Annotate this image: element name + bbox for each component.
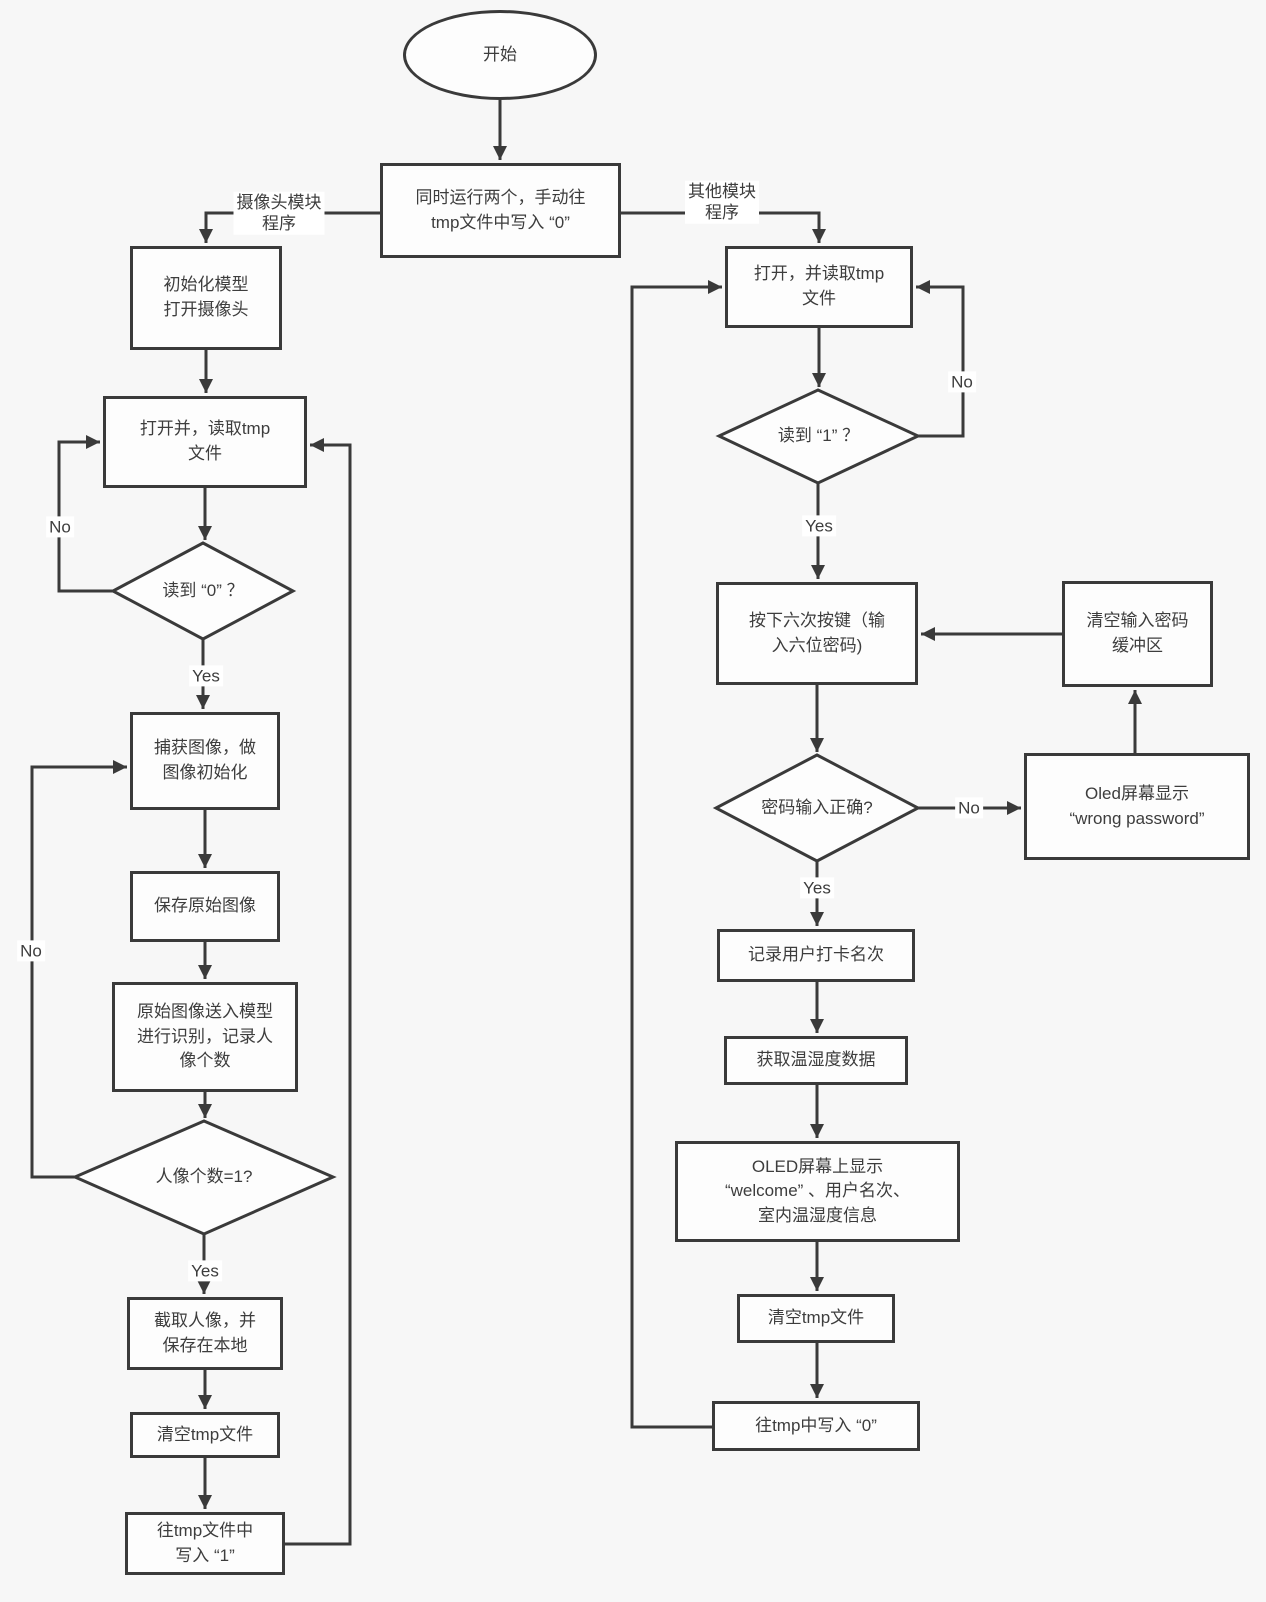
process-oled-welcome: OLED屏幕上显示 “welcome” 、用户名次、 室内温湿度信息	[675, 1141, 960, 1242]
decision-face-count-shape	[71, 1119, 337, 1236]
label-password-yes: Yes	[800, 877, 834, 899]
edge-face-count-no-loop	[30, 760, 127, 1179]
process-press-keys: 按下六次按键（输 入六位密码)	[716, 582, 918, 685]
process-open-read-tmp-right: 打开，并读取tmp 文件	[725, 246, 913, 328]
edge-write0-loop-to-open-read-right	[630, 280, 722, 1429]
decision-read0-shape	[109, 541, 297, 641]
branch-label-other-module: 其他模块 程序	[685, 180, 759, 224]
process-init-model: 初始化模型 打开摄像头	[130, 246, 282, 350]
decision-pwd-shape	[712, 753, 922, 863]
decision-read0-label: 读到 “0” ？	[162, 580, 244, 600]
process-get-temp-humidity: 获取温湿度数据	[724, 1036, 908, 1085]
decision-password-label: 密码输入正确?	[761, 797, 873, 817]
process-crop-face: 截取人像，并 保存在本地	[127, 1297, 283, 1370]
start-terminator: 开始	[403, 10, 597, 100]
label-read1-yes: Yes	[802, 515, 836, 537]
edge-write1-loop-to-open-read-left	[285, 438, 352, 1546]
label-face-count-no: No	[17, 940, 45, 962]
process-run-both: 同时运行两个，手动往 tmp文件中写入 “0”	[380, 163, 621, 258]
label-read0-no: No	[46, 516, 74, 538]
process-open-read-tmp-left: 打开并，读取tmp 文件	[103, 396, 307, 488]
branch-label-camera-module: 摄像头模块 程序	[233, 191, 325, 235]
process-oled-wrong-password: Oled屏幕显示 “wrong password”	[1024, 753, 1250, 860]
edge-read1-no-loop	[916, 280, 965, 438]
decision-read1-label: 读到 “1” ？	[777, 426, 860, 446]
process-clear-tmp-right: 清空tmp文件	[737, 1294, 895, 1343]
process-save-original: 保存原始图像	[130, 871, 280, 942]
process-write-1: 往tmp文件中 写入 “1”	[125, 1512, 285, 1575]
process-record-rank: 记录用户打卡名次	[717, 929, 915, 982]
label-face-count-yes: Yes	[188, 1260, 222, 1282]
label-read1-no: No	[948, 371, 976, 393]
label-password-no: No	[955, 797, 983, 819]
process-clear-password-buffer: 清空输入密码 缓冲区	[1062, 581, 1213, 687]
process-model-recognize: 原始图像送入模型 进行识别，记录人 像个数	[112, 982, 298, 1092]
decision-face-count-label: 人像个数=1?	[155, 1167, 253, 1187]
process-capture-image: 捕获图像，做 图像初始化	[130, 712, 280, 810]
process-clear-tmp-left: 清空tmp文件	[130, 1412, 280, 1458]
label-read0-yes: Yes	[189, 665, 223, 687]
decision-read1-shape	[715, 388, 922, 485]
process-write-0: 往tmp中写入 “0”	[712, 1401, 920, 1451]
